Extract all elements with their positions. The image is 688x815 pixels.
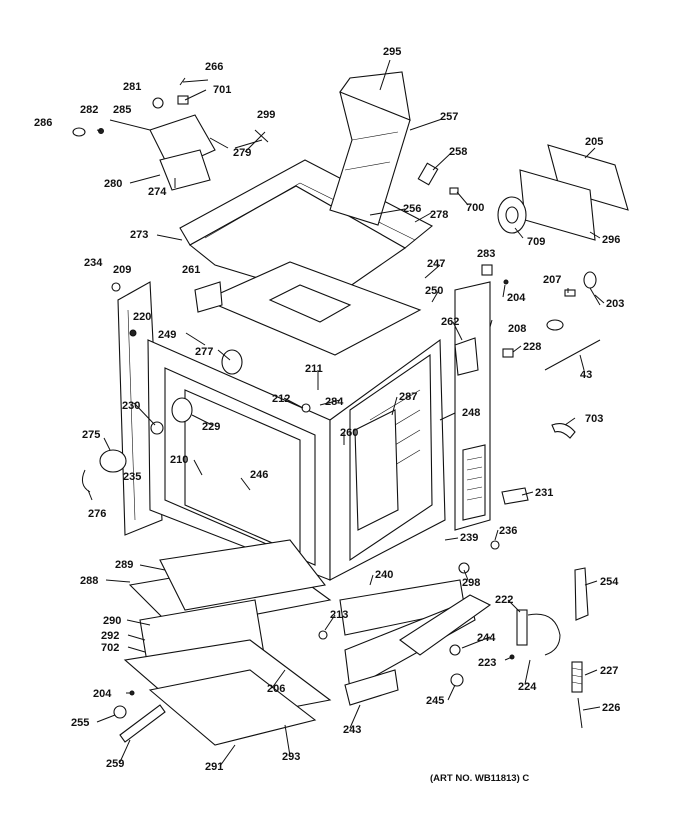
- part-label: 227: [600, 665, 618, 677]
- part-label: 255: [71, 717, 89, 729]
- part-label: 226: [602, 702, 620, 714]
- part-label: 247: [427, 258, 445, 270]
- part-label: 293: [282, 751, 300, 763]
- part-label: 275: [82, 429, 100, 441]
- part-label: 258: [449, 146, 467, 158]
- part-label: 276: [88, 508, 106, 520]
- part-label: 259: [106, 758, 124, 770]
- part-label: 254: [600, 576, 619, 588]
- part-label: 281: [123, 81, 141, 93]
- part-label: 235: [123, 471, 141, 483]
- part-label: 273: [130, 229, 148, 241]
- oven-cabinet-illustration: [117, 71, 492, 746]
- part-label: 228: [523, 341, 541, 353]
- part-label: 284: [325, 396, 344, 408]
- part-label: 220: [133, 311, 151, 323]
- part-label: 234: [84, 257, 103, 269]
- part-label: 289: [115, 559, 133, 571]
- part-label: 230: [122, 400, 140, 412]
- part-label: 229: [202, 421, 220, 433]
- part-label: 204: [93, 688, 112, 700]
- part-label: 287: [399, 391, 417, 403]
- part-label: 295: [383, 46, 401, 58]
- part-label: 700: [466, 202, 484, 214]
- part-label: 299: [257, 109, 275, 121]
- leader-lines: [87, 59, 605, 767]
- part-label: 222: [495, 594, 513, 606]
- part-label: 260: [340, 427, 358, 439]
- part-label: 274: [148, 186, 167, 198]
- part-label: 223: [478, 657, 496, 669]
- part-label: 240: [375, 569, 393, 581]
- part-label: 277: [195, 346, 213, 358]
- part-label: 209: [113, 264, 131, 276]
- part-label: 203: [606, 298, 624, 310]
- part-label: 282: [80, 104, 98, 116]
- part-label: 210: [170, 454, 188, 466]
- part-label: 292: [101, 630, 119, 642]
- part-label: 243: [343, 724, 361, 736]
- part-label: 248: [462, 407, 480, 419]
- part-label: 244: [477, 632, 496, 644]
- part-label: 285: [113, 104, 131, 116]
- part-label: 250: [425, 285, 443, 297]
- part-label: 43: [580, 369, 592, 381]
- art-number: (ART NO. WB11813) C: [430, 773, 529, 784]
- part-label: 208: [508, 323, 526, 335]
- part-label: 290: [103, 615, 121, 627]
- part-label: 283: [477, 248, 495, 260]
- part-label: 236: [499, 525, 517, 537]
- part-label: 280: [104, 178, 122, 190]
- part-label: 279: [233, 147, 251, 159]
- part-label: 278: [430, 209, 448, 221]
- part-label: 205: [585, 136, 603, 148]
- part-label: 288: [80, 575, 98, 587]
- part-label: 256: [403, 203, 421, 215]
- part-label: 262: [441, 316, 459, 328]
- part-labels: 295 266 281 701 282 285 286 299 279 280 …: [34, 46, 624, 773]
- part-label: 231: [535, 487, 553, 499]
- small-parts-illustration: [72, 77, 629, 729]
- part-label: 204: [507, 292, 526, 304]
- part-label: 211: [305, 363, 323, 375]
- part-label: 702: [101, 642, 119, 654]
- part-label: 239: [460, 532, 478, 544]
- part-label: 224: [518, 681, 537, 693]
- part-label: 207: [543, 274, 561, 286]
- part-label: 291: [205, 761, 223, 773]
- part-label: 249: [158, 329, 176, 341]
- part-label: 298: [462, 577, 480, 589]
- part-label: 703: [585, 413, 603, 425]
- part-label: 257: [440, 111, 458, 123]
- part-label: 261: [182, 264, 200, 276]
- part-label: 245: [426, 695, 444, 707]
- part-label: 213: [330, 609, 348, 621]
- part-label: 286: [34, 117, 52, 129]
- part-label: 206: [267, 683, 285, 695]
- part-label: 212: [272, 393, 290, 405]
- part-label: 296: [602, 234, 620, 246]
- part-label: 701: [213, 84, 231, 96]
- part-label: 246: [250, 469, 268, 481]
- part-label: 266: [205, 61, 223, 73]
- part-label: 709: [527, 236, 545, 248]
